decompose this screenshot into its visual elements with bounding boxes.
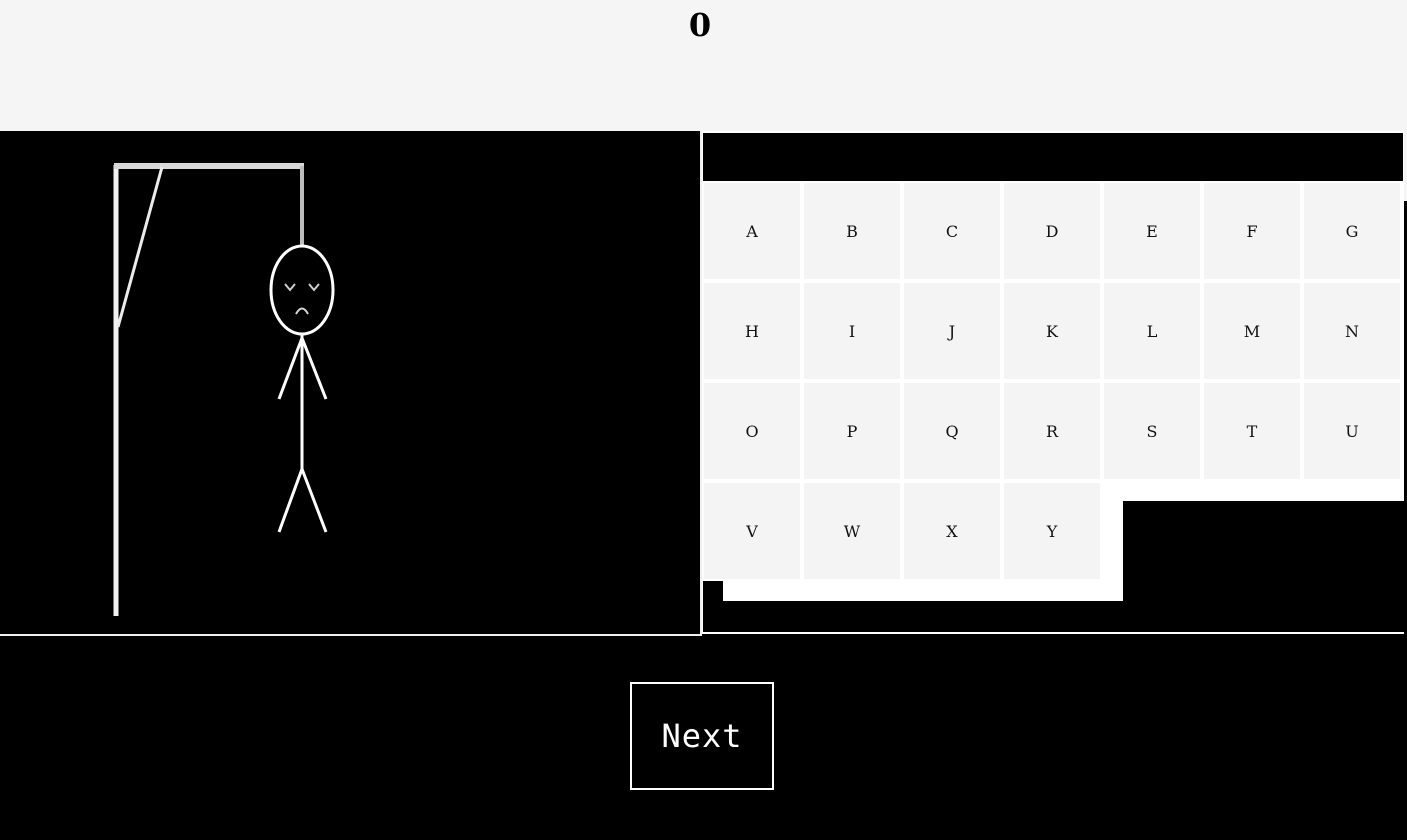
letter-key-h[interactable]: H [704, 283, 800, 379]
gallows-brace [116, 166, 164, 328]
letter-key-c[interactable]: C [904, 183, 1000, 279]
hangman-eye-right [308, 283, 320, 292]
letter-key-r[interactable]: R [1004, 383, 1100, 479]
letter-key-b[interactable]: B [804, 183, 900, 279]
hangman-leg-right [300, 468, 328, 533]
letter-key-d[interactable]: D [1004, 183, 1100, 279]
panel-edge [1404, 131, 1407, 201]
word-display [703, 133, 1403, 181]
hangman-arm-right [300, 337, 328, 400]
score-bar: 0 [0, 0, 1407, 131]
letter-key-k[interactable]: K [1004, 283, 1100, 379]
letter-key-a[interactable]: A [704, 183, 800, 279]
letter-key-x[interactable]: X [904, 483, 1000, 579]
letter-key-m[interactable]: M [1204, 283, 1300, 379]
letter-key-t[interactable]: T [1204, 383, 1300, 479]
letter-key-j[interactable]: J [904, 283, 1000, 379]
letter-key-w[interactable]: W [804, 483, 900, 579]
hangman-arm-left [277, 337, 304, 400]
letter-key-p[interactable]: P [804, 383, 900, 479]
letter-key-i[interactable]: I [804, 283, 900, 379]
gallows-panel [0, 131, 702, 636]
letter-key-y[interactable]: Y [1004, 483, 1100, 579]
bottom-bar: Next [0, 636, 1407, 840]
letter-key-f[interactable]: F [1204, 183, 1300, 279]
letter-key-o[interactable]: O [704, 383, 800, 479]
hangman-eye-left [284, 283, 296, 292]
panel-decoration [1123, 501, 1404, 632]
hangman-leg-left [277, 468, 304, 533]
next-button[interactable]: Next [630, 682, 774, 790]
letter-key-n[interactable]: N [1304, 283, 1400, 379]
letter-key-l[interactable]: L [1104, 283, 1200, 379]
hangman-mouth [295, 307, 309, 315]
letter-key-q[interactable]: Q [904, 383, 1000, 479]
letter-key-g[interactable]: G [1304, 183, 1400, 279]
score-counter: 0 [688, 6, 712, 44]
letter-key-s[interactable]: S [1104, 383, 1200, 479]
letter-key-v[interactable]: V [704, 483, 800, 579]
hangman-head [269, 244, 335, 336]
panel-decoration [703, 581, 723, 603]
letter-key-u[interactable]: U [1304, 383, 1400, 479]
hangman-drawing [113, 163, 335, 616]
letter-key-e[interactable]: E [1104, 183, 1200, 279]
